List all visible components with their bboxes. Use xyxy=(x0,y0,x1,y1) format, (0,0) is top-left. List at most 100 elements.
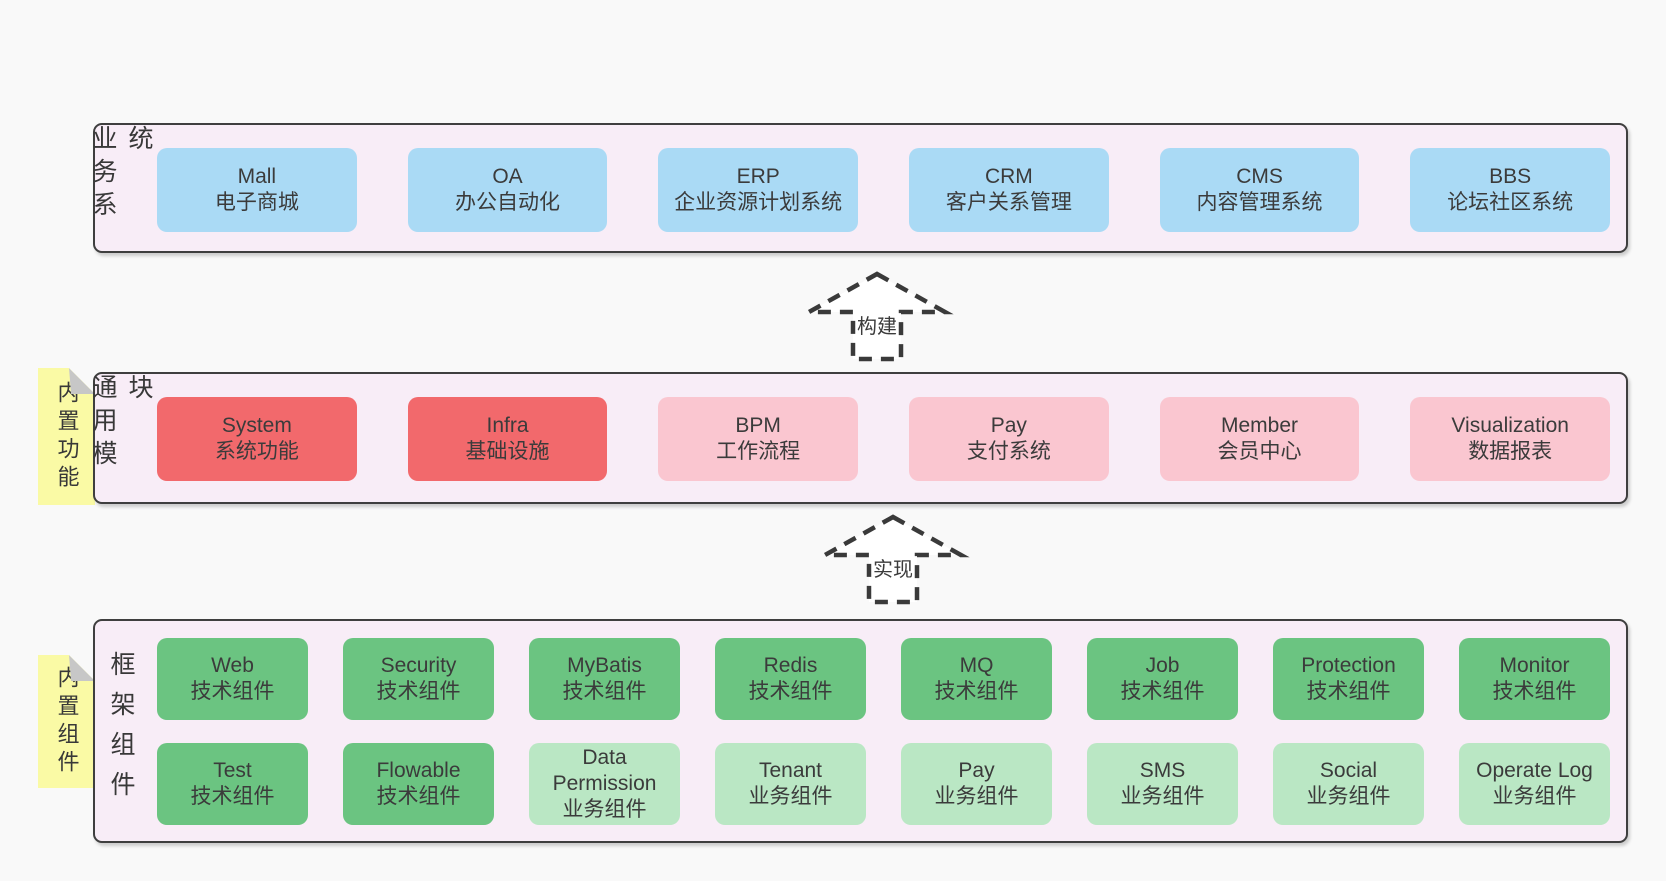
box-data-permission: Data Permission 业务组件 xyxy=(529,743,680,825)
arrow-up-build-icon: 构建 xyxy=(800,271,954,362)
layer-business-systems: 业务系统 Mall 电子商城 OA 办公自动化 ERP 企业资源计划系统 CRM… xyxy=(89,123,1628,253)
box-title: BBS xyxy=(1489,165,1532,188)
box-title: Flowable xyxy=(376,759,461,782)
box-title: Data Permission xyxy=(552,746,657,795)
box-mq: MQ 技术组件 xyxy=(901,638,1052,720)
box-job: Job 技术组件 xyxy=(1087,638,1238,720)
box-title: Pay xyxy=(958,759,995,782)
box-subtitle: 技术组件 xyxy=(934,680,1019,703)
box-system: System 系统功能 xyxy=(157,397,357,481)
box-title: Test xyxy=(213,759,252,782)
box-subtitle: 技术组件 xyxy=(1306,680,1391,703)
box-title: Monitor xyxy=(1499,654,1570,677)
box-title: CMS xyxy=(1236,165,1283,188)
box-subtitle: 会员中心 xyxy=(1217,440,1302,463)
box-row: Web 技术组件 Security 技术组件 MyBatis 技术组件 Redi… xyxy=(157,638,1610,720)
box-subtitle: 客户关系管理 xyxy=(945,191,1072,214)
box-bpm: BPM 工作流程 xyxy=(658,397,859,481)
box-title: SMS xyxy=(1139,759,1186,782)
box-title: Mall xyxy=(237,165,277,188)
box-member: Member 会员中心 xyxy=(1159,397,1360,481)
box-row: Mall 电子商城 OA 办公自动化 ERP 企业资源计划系统 CRM 客户关系… xyxy=(157,148,1611,232)
box-subtitle: 数据报表 xyxy=(1468,440,1553,463)
box-subtitle: 技术组件 xyxy=(1492,680,1577,703)
box-cms: CMS 内容管理系统 xyxy=(1159,148,1360,232)
box-subtitle: 内容管理系统 xyxy=(1196,191,1323,214)
box-subtitle: 论坛社区系统 xyxy=(1447,191,1574,214)
box-pay-component: Pay 业务组件 xyxy=(901,743,1052,825)
box-title: ERP xyxy=(736,165,780,188)
box-flowable: Flowable 技术组件 xyxy=(343,743,494,825)
box-subtitle: 技术组件 xyxy=(190,785,275,808)
folded-corner-icon xyxy=(69,655,95,681)
arrow-label: 构建 xyxy=(857,315,897,338)
box-title: Visualization xyxy=(1451,414,1569,437)
box-subtitle: 企业资源计划系统 xyxy=(674,191,843,214)
box-subtitle: 技术组件 xyxy=(1120,680,1205,703)
box-web: Web 技术组件 xyxy=(157,638,308,720)
box-subtitle: 业务组件 xyxy=(748,785,833,808)
layer-common-modules: 通用模块 System 系统功能 Infra 基础设施 BPM 工作流程 Pay… xyxy=(89,372,1628,504)
box-subtitle: 业务组件 xyxy=(934,785,1019,808)
box-title: System xyxy=(221,414,292,437)
box-subtitle: 业务组件 xyxy=(1306,785,1391,808)
box-subtitle: 业务组件 xyxy=(1120,785,1205,808)
box-title: BPM xyxy=(735,414,781,437)
box-infra: Infra 基础设施 xyxy=(407,397,608,481)
box-redis: Redis 技术组件 xyxy=(715,638,866,720)
layer-label: 框架组件 xyxy=(107,651,135,811)
box-subtitle: 技术组件 xyxy=(376,785,461,808)
box-tenant: Tenant 业务组件 xyxy=(715,743,866,825)
layer-framework-components: 框架组件 Web 技术组件 Security 技术组件 MyBatis 技术组件… xyxy=(93,619,1628,843)
box-protection: Protection 技术组件 xyxy=(1273,638,1424,720)
box-title: Pay xyxy=(990,414,1027,437)
box-subtitle: 支付系统 xyxy=(966,440,1051,463)
box-title: Job xyxy=(1145,654,1180,677)
layer-label: 通用模块 xyxy=(89,374,153,473)
sticky-note-label: 内置功能 xyxy=(54,380,80,493)
box-title: Security xyxy=(380,654,457,677)
box-monitor: Monitor 技术组件 xyxy=(1459,638,1610,720)
box-subtitle: 基础设施 xyxy=(465,440,550,463)
box-title: Member xyxy=(1221,414,1299,437)
sticky-note-label: 内置组件 xyxy=(54,665,80,778)
box-title: CRM xyxy=(984,165,1033,188)
box-mall: Mall 电子商城 xyxy=(157,148,357,232)
sticky-note-builtin-components: 内置组件 xyxy=(38,655,95,788)
box-subtitle: 技术组件 xyxy=(748,680,833,703)
box-oa: OA 办公自动化 xyxy=(407,148,608,232)
arrow-up-implement-icon: 实现 xyxy=(816,514,970,605)
box-row: Test 技术组件 Flowable 技术组件 Data Permission … xyxy=(157,743,1610,825)
box-crm: CRM 客户关系管理 xyxy=(909,148,1109,232)
layer-label: 业务系统 xyxy=(89,125,153,224)
box-security: Security 技术组件 xyxy=(343,638,494,720)
box-subtitle: 业务组件 xyxy=(562,798,647,821)
box-test: Test 技术组件 xyxy=(157,743,308,825)
box-subtitle: 办公自动化 xyxy=(455,191,560,214)
box-subtitle: 技术组件 xyxy=(190,680,275,703)
box-erp: ERP 企业资源计划系统 xyxy=(658,148,859,232)
box-social: Social 业务组件 xyxy=(1273,743,1424,825)
box-subtitle: 业务组件 xyxy=(1492,785,1577,808)
box-subtitle: 技术组件 xyxy=(376,680,461,703)
box-title: OA xyxy=(492,165,523,188)
box-subtitle: 工作流程 xyxy=(716,440,801,463)
box-operate-log: Operate Log 业务组件 xyxy=(1459,743,1610,825)
box-title: MyBatis xyxy=(567,654,642,677)
box-row: System 系统功能 Infra 基础设施 BPM 工作流程 Pay 支付系统… xyxy=(157,397,1611,481)
box-bbs: BBS 论坛社区系统 xyxy=(1410,148,1611,232)
box-title: MQ xyxy=(959,654,994,677)
box-sms: SMS 业务组件 xyxy=(1087,743,1238,825)
box-title: Redis xyxy=(763,654,818,677)
arrow-label: 实现 xyxy=(873,558,913,581)
box-subtitle: 电子商城 xyxy=(214,191,299,214)
box-title: Protection xyxy=(1301,654,1396,677)
box-title: Operate Log xyxy=(1476,759,1593,782)
box-title: Tenant xyxy=(758,759,823,782)
box-mybatis: MyBatis 技术组件 xyxy=(529,638,680,720)
box-title: Social xyxy=(1319,759,1378,782)
box-subtitle: 系统功能 xyxy=(214,440,299,463)
box-subtitle: 技术组件 xyxy=(562,680,647,703)
box-visualization: Visualization 数据报表 xyxy=(1410,397,1611,481)
